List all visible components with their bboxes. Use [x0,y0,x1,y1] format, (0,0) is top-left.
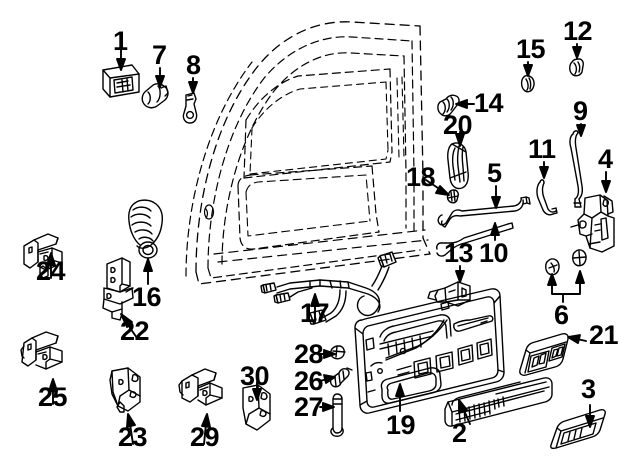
leader-lines [46,43,611,445]
callout-label-27[interactable]: 27 [294,392,324,422]
callout-label-9[interactable]: 9 [573,96,588,126]
callout-label-5[interactable]: 5 [487,158,502,188]
part-6-screws [545,249,587,276]
callout-label-10[interactable]: 10 [479,238,509,268]
part-5-lock-rod-upper [437,196,531,228]
door-lower-panel-line [237,165,380,250]
part-16-conduit-boot [128,199,164,259]
part-23-hinge-bracket [109,367,141,413]
door-shell-outline [195,21,431,285]
callout-label-21[interactable]: 21 [589,320,619,350]
callout-label-25[interactable]: 25 [38,382,68,412]
callout-label-19[interactable]: 19 [386,410,416,440]
door-shell-inner-2 [221,52,407,265]
door-rear-edge-lines [396,76,405,159]
door-shell-inner-1 [207,36,421,279]
callout-label-11[interactable]: 11 [528,134,556,164]
callout-label-20[interactable]: 20 [443,110,473,140]
part-4-door-latch [570,194,615,253]
part-2-pull-handle-trim [444,377,553,427]
callout-label-22[interactable]: 22 [120,316,150,346]
part-20-escutcheon [447,142,469,190]
part-3-small-bezel [550,409,606,450]
part-11-handle-link [536,179,558,216]
part-27-hinge-pin [330,393,344,437]
callout-label-18[interactable]: 18 [406,162,436,192]
part-21-switch-bezel [519,333,569,376]
part-19-trim-panel [354,288,505,414]
door-lower-panel-line-2 [245,174,371,237]
callout-label-14[interactable]: 14 [474,88,504,118]
door-sill-lines [213,229,429,263]
callout-label-28[interactable]: 28 [294,339,324,369]
part-9-handle-rod [569,130,584,208]
callout-label-15[interactable]: 15 [516,34,546,64]
callout-label-29[interactable]: 29 [190,422,220,452]
part-1-handle-bezel [102,64,140,98]
callout-label-30[interactable]: 30 [240,361,270,391]
part-17-wiring-harness [260,251,397,325]
part-18-rod-retainer [446,189,459,204]
part-22-check-bracket [102,257,134,321]
door-keyhole-detail [203,204,215,220]
door-window-inner [249,81,389,175]
callout-label-7[interactable]: 7 [152,40,167,70]
part-12-lock-grommet [569,58,584,77]
part-8-rod-clip [182,92,198,124]
callout-label-12[interactable]: 12 [563,16,593,46]
callout-label-16[interactable]: 16 [132,282,162,312]
part-10-lock-rod-lower [436,222,514,257]
callout-label-13[interactable]: 13 [444,238,474,268]
door-front-edge-curve [185,61,253,277]
callout-label-3[interactable]: 3 [581,374,596,404]
callout-label-17[interactable]: 17 [300,298,330,328]
callout-label-23[interactable]: 23 [118,422,148,452]
callout-label-8[interactable]: 8 [186,50,201,80]
callout-label-2[interactable]: 2 [452,418,467,448]
part-26-bushing [329,367,353,388]
part-7-lock-cylinder [141,83,169,109]
callout-label-26[interactable]: 26 [294,366,324,396]
part-25-lower-hinge [20,331,63,370]
part-29-hinge-bracket [178,368,223,406]
callout-label-24[interactable]: 24 [36,256,66,286]
callout-label-6[interactable]: 6 [554,300,569,330]
door-window-opening [243,68,393,179]
part-15-retainer-clip [520,74,535,93]
callout-label-4[interactable]: 4 [598,144,613,174]
callout-label-1[interactable]: 1 [113,26,128,56]
